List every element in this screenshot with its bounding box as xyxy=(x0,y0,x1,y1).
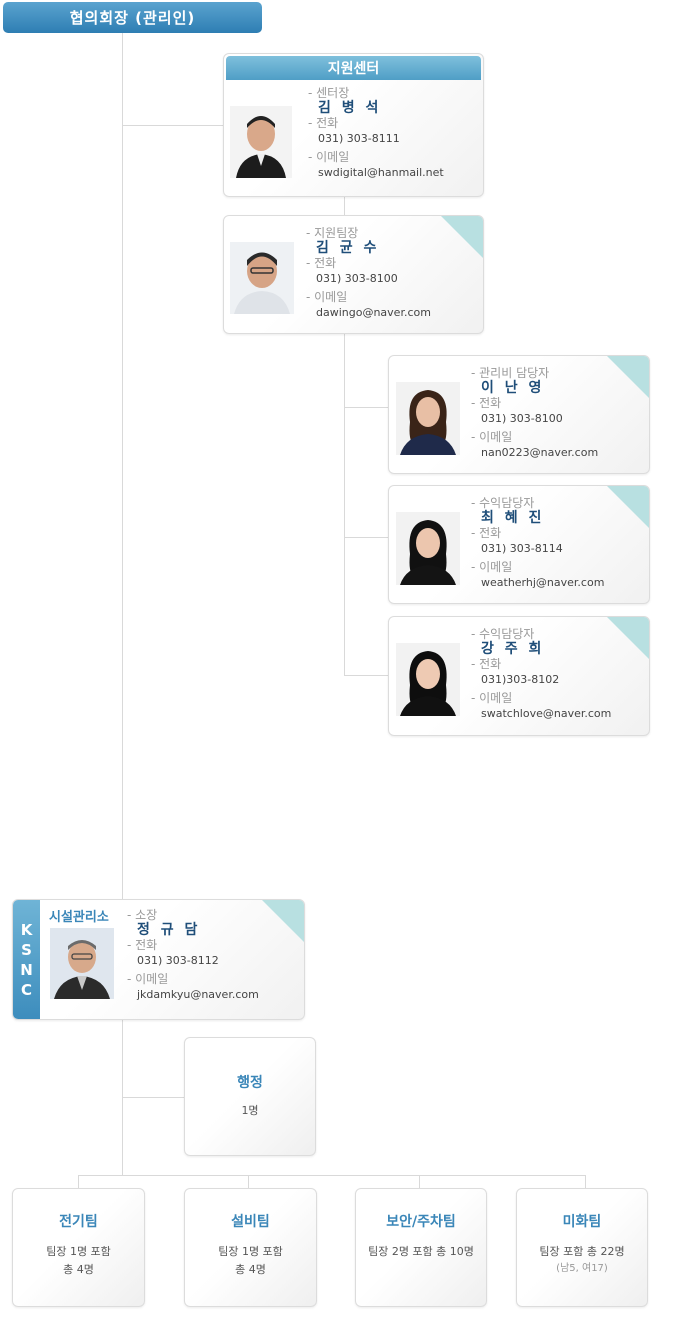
staff-phone: 031) 303-8100 xyxy=(481,412,563,425)
corner-accent xyxy=(262,900,304,942)
team-lead-name: 김 균 수 xyxy=(316,240,380,256)
ksnc-side-label: K S N C xyxy=(13,900,40,1019)
support-team-lead-card: - 지원팀장 김 균 수 - 전화 031) 303-8100 - 이메일 da… xyxy=(223,215,484,334)
connector-team-1 xyxy=(78,1175,79,1188)
admin-team-box: 행정 1명 xyxy=(184,1037,316,1156)
team-box-facility: 설비팀 팀장 1명 포함 총 4명 xyxy=(184,1188,317,1307)
head-email: swdigital@hanmail.net xyxy=(318,166,444,179)
connector-support-team xyxy=(344,196,345,216)
facility-head-card: K S N C 시설관리소 - 소장 정 규 담 - 전화 031) 303-8… xyxy=(12,899,305,1020)
staff-phone: 031) 303-8114 xyxy=(481,542,563,555)
staff-card-3: - 수익담당자 강 주 희 - 전화 031)303-8102 - 이메일 sw… xyxy=(388,616,650,736)
head-info: - 센터장 김 병 석 - 전화 031) 303-8111 - 이메일 swd… xyxy=(308,86,444,180)
staff-photo-3 xyxy=(396,643,460,716)
head-name: 김 병 석 xyxy=(318,100,382,116)
team-name: 보안/주차팀 xyxy=(386,1214,456,1230)
team-name: 설비팀 xyxy=(231,1214,270,1230)
staff-info-1: - 관리비 담당자 이 난 영 - 전화 031) 303-8100 - 이메일… xyxy=(471,366,598,460)
connector-teams xyxy=(78,1175,585,1176)
staff-card-2: - 수익담당자 최 혜 진 - 전화 031) 303-8114 - 이메일 w… xyxy=(388,485,650,604)
team-lead-email-label: - 이메일 xyxy=(306,290,348,304)
team-box-cleaning: 미화팀 팀장 포함 총 22명 (남5, 여17) xyxy=(516,1188,648,1307)
staff-phone-label: - 전화 xyxy=(471,657,502,671)
admin-team-count: 1명 xyxy=(241,1104,259,1117)
ksnc-letter: C xyxy=(20,980,32,999)
team-lead-email: dawingo@naver.com xyxy=(316,306,431,319)
facility-head-photo xyxy=(50,928,114,999)
head-phone: 031) 303-8111 xyxy=(318,132,400,145)
team-line1: 팀장 1명 포함 xyxy=(218,1245,283,1258)
facility-head-email-label: - 이메일 xyxy=(127,972,169,986)
corner-accent xyxy=(607,486,649,528)
team-line2: 총 4명 xyxy=(63,1263,94,1276)
team-sub: (남5, 여17) xyxy=(556,1263,608,1274)
connector-team-3 xyxy=(419,1175,420,1188)
facility-head-name: 정 규 담 xyxy=(137,922,201,938)
staff-phone: 031)303-8102 xyxy=(481,673,560,686)
facility-head-info: - 소장 정 규 담 - 전화 031) 303-8112 - 이메일 jkda… xyxy=(127,908,259,1002)
team-lead-info: - 지원팀장 김 균 수 - 전화 031) 303-8100 - 이메일 da… xyxy=(306,226,431,320)
team-line1: 팀장 포함 총 22명 xyxy=(539,1245,625,1258)
staff-name: 최 혜 진 xyxy=(481,510,545,526)
head-phone-label: - 전화 xyxy=(308,116,339,130)
staff-phone-label: - 전화 xyxy=(471,526,502,540)
staff-role: - 수익담당자 xyxy=(471,627,535,641)
connector-staff-3 xyxy=(344,675,388,676)
head-email-label: - 이메일 xyxy=(308,150,350,164)
team-line1: 팀장 1명 포함 xyxy=(46,1245,111,1258)
staff-role: - 관리비 담당자 xyxy=(471,366,550,380)
team-lead-photo xyxy=(230,242,294,314)
connector-support xyxy=(122,125,223,126)
ksnc-letter: N xyxy=(20,960,33,979)
staff-role: - 수익담당자 xyxy=(471,496,535,510)
staff-photo-1 xyxy=(396,382,460,455)
head-photo xyxy=(230,106,292,178)
team-name: 미화팀 xyxy=(562,1214,602,1230)
staff-email: swatchlove@naver.com xyxy=(481,707,612,720)
staff-info-2: - 수익담당자 최 혜 진 - 전화 031) 303-8114 - 이메일 w… xyxy=(471,496,604,590)
team-name: 전기팀 xyxy=(59,1214,98,1230)
team-line1: 팀장 2명 포함 총 10명 xyxy=(368,1245,474,1258)
facility-head-role: - 소장 xyxy=(127,908,158,922)
connector-staff-1 xyxy=(344,407,388,408)
team-line2: 총 4명 xyxy=(235,1263,266,1276)
staff-email-label: - 이메일 xyxy=(471,691,513,705)
facility-head-email: jkdamkyu@naver.com xyxy=(137,988,259,1001)
corner-accent xyxy=(607,617,649,659)
staff-email-label: - 이메일 xyxy=(471,430,513,444)
facility-title: 시설관리소 xyxy=(49,910,109,925)
team-box-electric: 전기팀 팀장 1명 포함 총 4명 xyxy=(12,1188,145,1307)
connector-main xyxy=(122,33,123,1175)
staff-name: 이 난 영 xyxy=(481,380,545,396)
staff-email: weatherhj@naver.com xyxy=(481,576,605,589)
connector-team-4 xyxy=(585,1175,586,1188)
chairman-header: 협의회장 (관리인) xyxy=(3,2,262,33)
ksnc-letter: S xyxy=(21,940,32,959)
staff-email-label: - 이메일 xyxy=(471,560,513,574)
facility-head-phone-label: - 전화 xyxy=(127,938,158,952)
staff-phone-label: - 전화 xyxy=(471,396,502,410)
corner-accent xyxy=(607,356,649,398)
staff-photo-2 xyxy=(396,512,460,585)
support-center-title: 지원센터 xyxy=(226,56,481,80)
staff-card-1: - 관리비 담당자 이 난 영 - 전화 031) 303-8100 - 이메일… xyxy=(388,355,650,474)
team-lead-phone-label: - 전화 xyxy=(306,256,337,270)
team-lead-phone: 031) 303-8100 xyxy=(316,272,398,285)
staff-name: 강 주 희 xyxy=(481,641,545,657)
ksnc-letter: K xyxy=(20,920,33,939)
staff-info-3: - 수익담당자 강 주 희 - 전화 031)303-8102 - 이메일 sw… xyxy=(471,627,611,721)
corner-accent xyxy=(441,216,483,258)
connector-staff xyxy=(344,333,345,675)
facility-head-phone: 031) 303-8112 xyxy=(137,954,219,967)
team-box-security: 보안/주차팀 팀장 2명 포함 총 10명 xyxy=(355,1188,487,1307)
support-center-head-card: 지원센터 - 센터장 김 병 석 - 전화 031) 303-8111 - 이메… xyxy=(223,53,484,197)
team-lead-role: - 지원팀장 xyxy=(306,226,359,240)
connector-team-2 xyxy=(248,1175,249,1188)
connector-admin xyxy=(122,1097,184,1098)
admin-team-name: 행정 xyxy=(237,1075,263,1091)
staff-email: nan0223@naver.com xyxy=(481,446,599,459)
connector-staff-2 xyxy=(344,537,388,538)
head-role: - 센터장 xyxy=(308,86,350,100)
